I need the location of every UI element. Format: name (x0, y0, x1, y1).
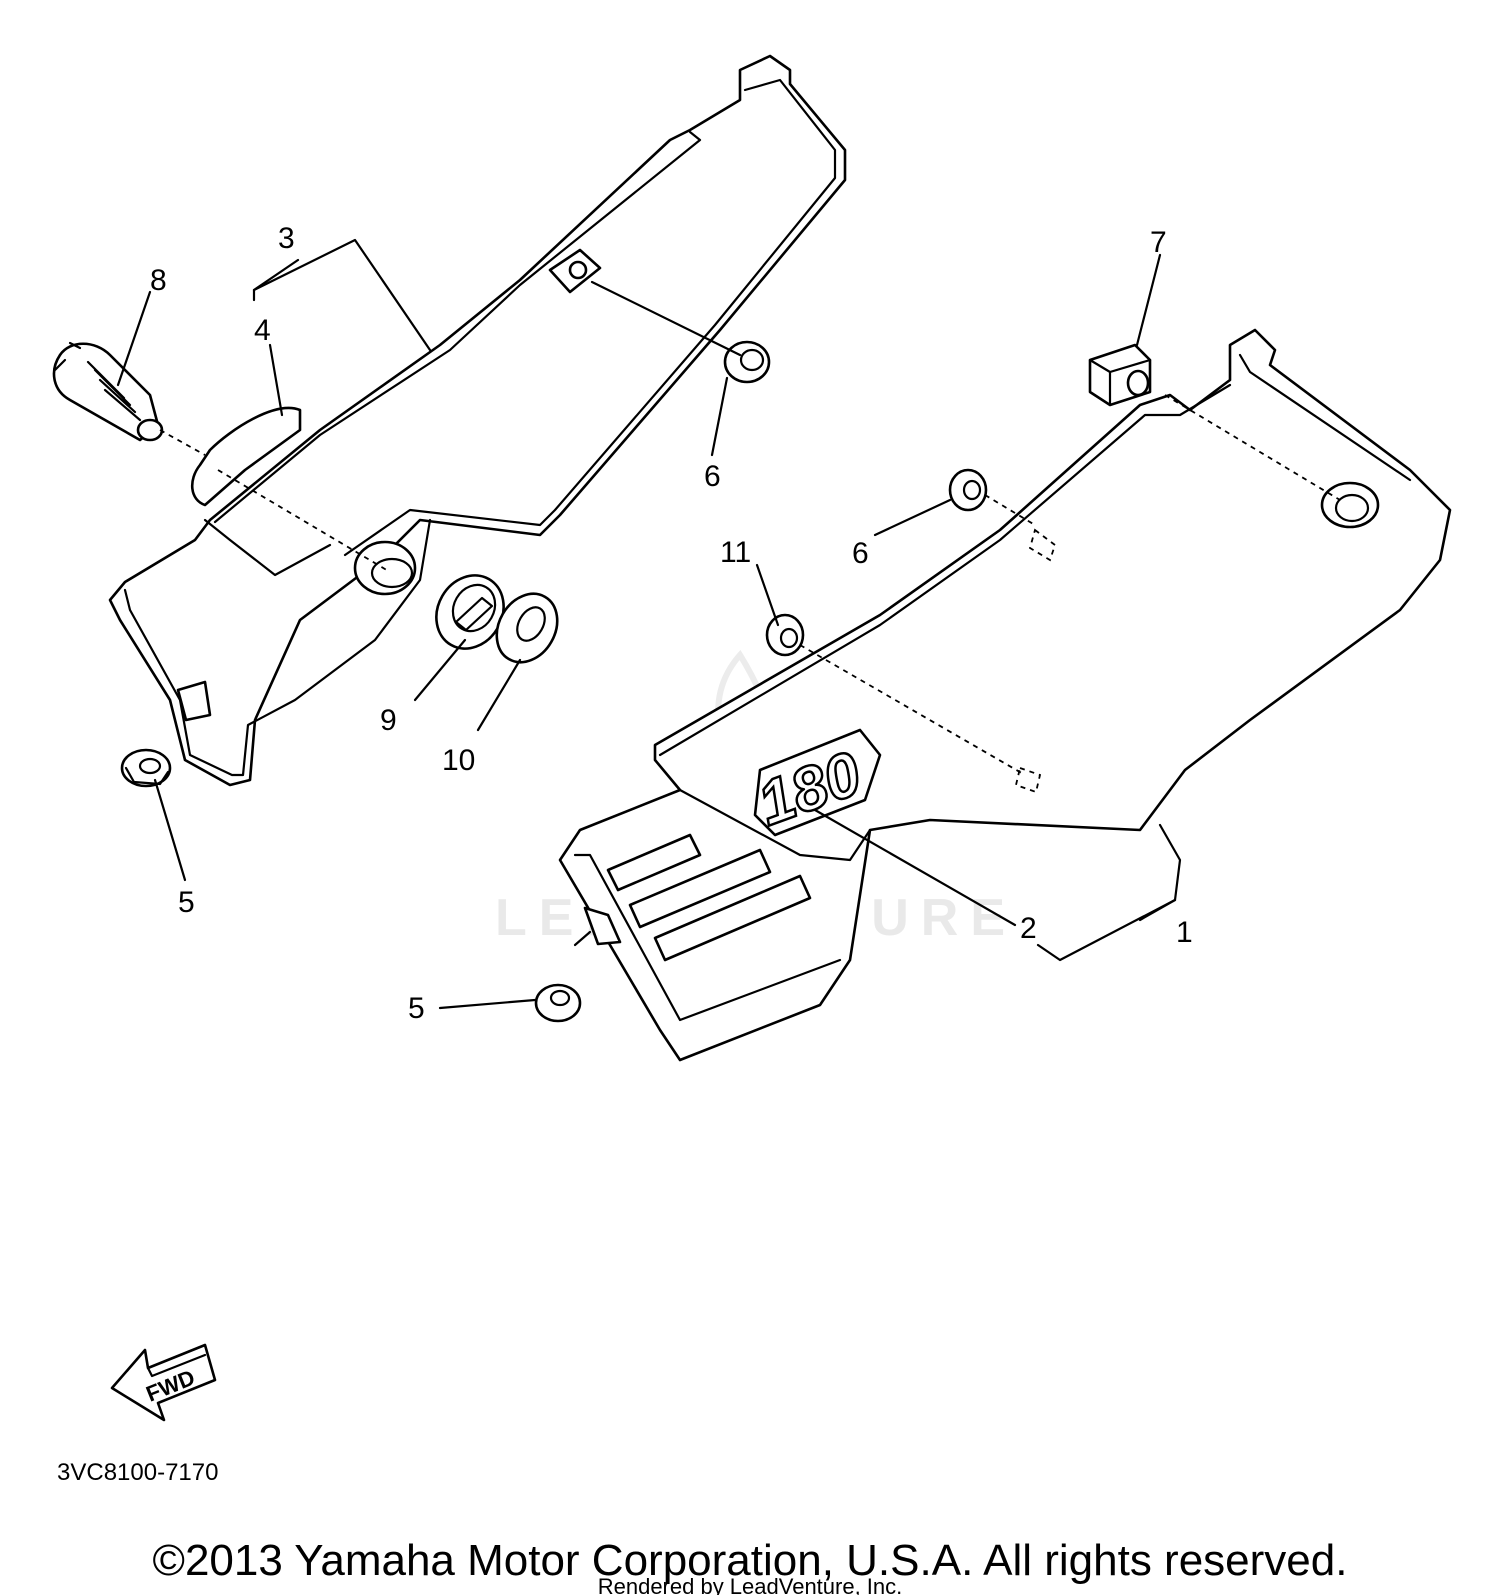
callout-5-left: 5 (178, 886, 195, 919)
callout-labels: 1 2 3 4 5 5 6 6 7 8 9 10 11 (150, 222, 1193, 1025)
callout-9: 9 (380, 704, 397, 737)
rendered-by: Rendered by LeadVenture, Inc. (598, 1574, 903, 1595)
assembly-lines (159, 394, 1341, 947)
callout-10: 10 (442, 744, 475, 777)
copyright-notice: ©2013 Yamaha Motor Corporation, U.S.A. A… (153, 1536, 1348, 1585)
callout-5-right: 5 (408, 992, 425, 1025)
part-10-washer (495, 592, 559, 664)
part-11-grommet (765, 613, 805, 657)
callout-6-upper: 6 (704, 460, 721, 493)
callout-6-right: 6 (852, 537, 869, 570)
callout-7: 7 (1150, 226, 1167, 259)
part-5-grommet-right (534, 983, 582, 1023)
part-8-fastener (52, 341, 164, 442)
callout-3: 3 (278, 222, 295, 255)
right-side-cover (558, 328, 1452, 1062)
callout-11: 11 (720, 536, 751, 569)
part-6-grommet-upper (723, 340, 771, 384)
leader-lines (116, 238, 1182, 1010)
callout-1: 1 (1176, 916, 1193, 949)
callout-4: 4 (254, 314, 271, 347)
part-7-clip (1088, 343, 1152, 407)
callout-2: 2 (1020, 912, 1037, 945)
part-5-grommet-left (120, 748, 172, 788)
diagram-code: 3VC8100-7170 (57, 1459, 218, 1486)
callout-8: 8 (150, 264, 167, 297)
left-side-cover (108, 54, 847, 787)
part-6-grommet-right (948, 468, 988, 512)
part-9-grommet (435, 574, 505, 650)
fwd-arrow-icon: FWD (110, 1343, 217, 1422)
